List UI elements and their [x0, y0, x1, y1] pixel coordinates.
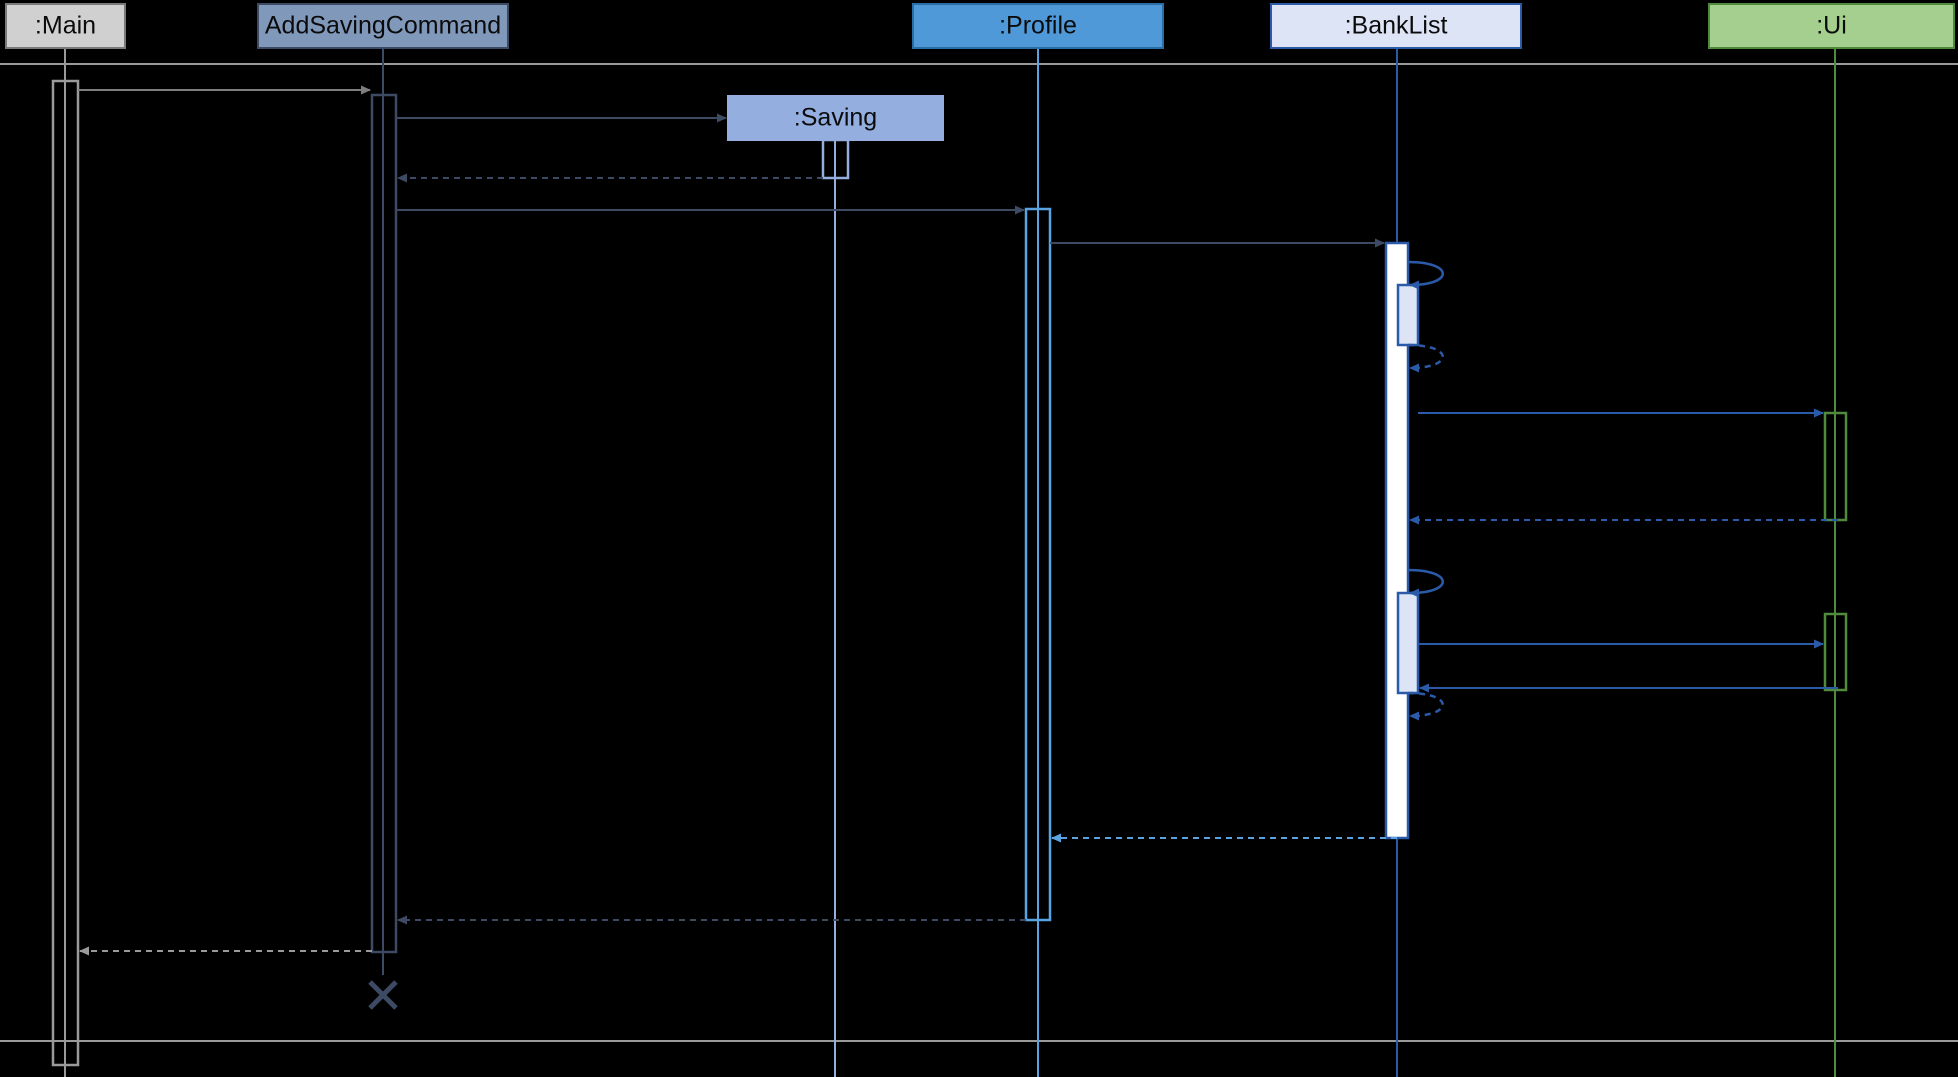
- activation-profile: [1024, 207, 1052, 922]
- participant-label-profile: :Profile: [999, 12, 1077, 40]
- participant-label-ui: :Ui: [1816, 12, 1847, 40]
- participant-label-main: :Main: [35, 12, 96, 40]
- participant-box-banklist[interactable]: [1270, 3, 1522, 49]
- participant-box-addsavingcommand[interactable]: [257, 3, 509, 49]
- participant-saving[interactable]: :Saving: [727, 95, 944, 141]
- participant-box-ui[interactable]: [1708, 3, 1955, 49]
- messages-layer: [78, 85, 1838, 956]
- self-message-banklist-1: [1407, 260, 1444, 290]
- activation-banklist-inner-2: [1396, 591, 1420, 695]
- participant-addsavingcommand[interactable]: AddSavingCommand: [257, 3, 509, 49]
- participant-profile[interactable]: :Profile: [912, 3, 1164, 49]
- destroy-markers-layer: [368, 980, 398, 1010]
- self-message-banklist-return-2: [1407, 691, 1444, 721]
- participant-label-saving: :Saving: [794, 104, 877, 132]
- lifelines-layer: [64, 48, 1836, 1077]
- participant-ui[interactable]: :Ui: [1708, 3, 1955, 49]
- destroy-marker-addsavingcommand: [368, 980, 398, 1010]
- activation-bars-layer: [51, 79, 1848, 1067]
- separator-lines-layer: [0, 63, 1958, 1042]
- participant-box-saving[interactable]: [727, 95, 944, 141]
- participant-main[interactable]: :Main: [5, 3, 126, 49]
- activation-addsavingcommand: [370, 93, 398, 954]
- participant-box-main[interactable]: [5, 3, 126, 49]
- activation-banklist-inner-1: [1396, 283, 1420, 347]
- participant-label-addsavingcommand: AddSavingCommand: [265, 12, 501, 40]
- self-message-banklist-2: [1407, 568, 1444, 598]
- participant-label-banklist: :BankList: [1345, 12, 1448, 40]
- participant-box-profile[interactable]: [912, 3, 1164, 49]
- activation-ui-2: [1823, 612, 1848, 692]
- participant-boxes-layer: :Main AddSavingCommand :Saving :Profile :Ban…: [5, 3, 1955, 141]
- self-message-banklist-return-1: [1407, 343, 1444, 373]
- participant-banklist[interactable]: :BankList: [1270, 3, 1522, 49]
- activation-main: [51, 79, 80, 1067]
- self-messages-layer: [1407, 260, 1444, 721]
